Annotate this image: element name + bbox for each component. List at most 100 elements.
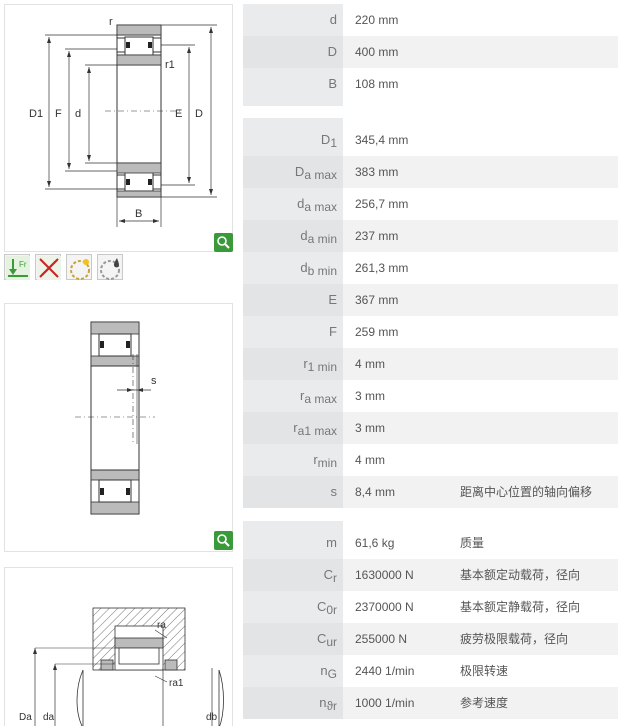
table-row: r1 min 4 mm <box>243 348 618 380</box>
svg-text:Fr: Fr <box>19 260 27 269</box>
row-label: nϑr <box>243 687 343 719</box>
label-d: d <box>75 108 81 120</box>
label-r1: r1 <box>165 59 175 71</box>
row-value: 367 mm <box>355 293 399 307</box>
row-value: 400 mm <box>355 45 399 59</box>
abutment-dimension-drawing: ra ra1 Da da db <box>19 607 224 726</box>
label-da: da <box>43 712 55 723</box>
table-row: D1 345,4 mm <box>243 124 618 156</box>
lubrication-icon[interactable] <box>97 254 123 280</box>
table-row: nG 2440 1/min 极限转速 <box>243 655 618 687</box>
row-label: d <box>243 4 343 36</box>
table-row: d 220 mm <box>243 4 618 36</box>
row-label: da min <box>243 220 343 252</box>
row-value: 1000 1/min <box>355 696 415 710</box>
row-value: 345,4 mm <box>355 133 409 147</box>
zoom-button[interactable] <box>214 531 233 550</box>
row-label: D1 <box>243 124 343 156</box>
row-value: 1630000 N <box>355 568 414 582</box>
row-value: 259 mm <box>355 325 399 339</box>
row-description: 基本额定静载荷，径向 <box>460 600 581 614</box>
main-dimensions-table: d 220 mm D 400 mm B 108 mm <box>243 4 618 106</box>
table-row: da min 237 mm <box>243 220 618 252</box>
table-row: D 400 mm <box>243 36 618 68</box>
table-row: ra max 3 mm <box>243 380 618 412</box>
table-row: ra1 max 3 mm <box>243 412 618 444</box>
label-E: E <box>175 108 182 120</box>
table-row: F 259 mm <box>243 316 618 348</box>
row-label: Cur <box>243 623 343 655</box>
performance-data-table: m 61,6 kg 质量 Cr 1630000 N 基本额定动载荷，径向 C0r 237000… <box>243 521 618 719</box>
row-label: Cr <box>243 559 343 591</box>
label-D: D <box>195 108 203 120</box>
label-Da: Da <box>19 712 32 723</box>
row-value: 3 mm <box>355 421 385 435</box>
row-value: 220 mm <box>355 13 399 27</box>
table-row: Da max 383 mm <box>243 156 618 188</box>
row-value: 4 mm <box>355 357 385 371</box>
row-label: db min <box>243 252 343 284</box>
row-description: 距离中心位置的轴向偏移 <box>460 485 593 499</box>
zoom-button[interactable] <box>214 233 233 252</box>
label-s: s <box>151 375 157 387</box>
row-value: 256,7 mm <box>355 197 409 211</box>
row-description: 基本额定动载荷，径向 <box>460 568 581 582</box>
row-description: 极限转速 <box>460 664 509 678</box>
table-row: s 8,4 mm 距离中心位置的轴向偏移 <box>243 476 618 508</box>
row-label: D <box>243 36 343 68</box>
no-axial-load-icon[interactable] <box>35 254 61 280</box>
row-value: 3 mm <box>355 389 385 403</box>
table-row: C0r 2370000 N 基本额定静载荷，径向 <box>243 591 618 623</box>
row-value: 261,3 mm <box>355 261 409 275</box>
row-value: 4 mm <box>355 453 385 467</box>
label-B: B <box>135 208 142 220</box>
magnifier-icon <box>217 534 230 547</box>
abutment-drawing: ra ra1 Da da db <box>4 567 233 726</box>
label-db: db <box>206 712 218 723</box>
label-D1: D1 <box>29 108 43 120</box>
row-label: C0r <box>243 591 343 623</box>
row-description: 参考速度 <box>460 696 509 710</box>
row-label: nG <box>243 655 343 687</box>
label-F: F <box>55 108 62 120</box>
label-r: r <box>109 16 113 28</box>
row-value: 8,4 mm <box>355 485 396 499</box>
row-label: B <box>243 68 343 100</box>
row-label: Da max <box>243 156 343 188</box>
bearing-offset-drawing: s <box>75 321 157 515</box>
row-value: 237 mm <box>355 229 399 243</box>
row-value: 2440 1/min <box>355 664 415 678</box>
row-label: E <box>243 284 343 316</box>
bearing-dimension-drawing: r r1 D1 F d E D B <box>4 4 233 252</box>
row-description: 质量 <box>460 536 485 550</box>
row-label: da max <box>243 188 343 220</box>
table-row: E 367 mm <box>243 284 618 316</box>
row-label: F <box>243 316 343 348</box>
table-row: Cr 1630000 N 基本额定动载荷，径向 <box>243 559 618 591</box>
row-value: 255000 N <box>355 632 408 646</box>
row-label: s <box>243 476 343 508</box>
magnifier-icon <box>217 236 230 249</box>
table-row: nϑr 1000 1/min 参考速度 <box>243 687 618 719</box>
row-label: ra max <box>243 380 343 412</box>
row-value: 383 mm <box>355 165 399 179</box>
row-label: ra1 max <box>243 412 343 444</box>
table-row: m 61,6 kg 质量 <box>243 527 618 559</box>
label-ra: ra <box>157 620 166 631</box>
row-label: r1 min <box>243 348 343 380</box>
table-row: db min 261,3 mm <box>243 252 618 284</box>
row-description: 疲劳极限载荷，径向 <box>460 632 569 646</box>
table-row: da max 256,7 mm <box>243 188 618 220</box>
table-row: B 108 mm <box>243 68 618 100</box>
speed-icon[interactable] <box>66 254 92 280</box>
table-row: Cur 255000 N 疲劳极限载荷，径向 <box>243 623 618 655</box>
row-value: 2370000 N <box>355 600 414 614</box>
offset-drawing: s <box>4 303 233 552</box>
row-label: m <box>243 527 343 559</box>
radial-load-icon[interactable]: Fr <box>4 254 30 280</box>
row-value: 108 mm <box>355 77 399 91</box>
row-value: 61,6 kg <box>355 536 395 550</box>
label-ra1: ra1 <box>169 678 184 689</box>
